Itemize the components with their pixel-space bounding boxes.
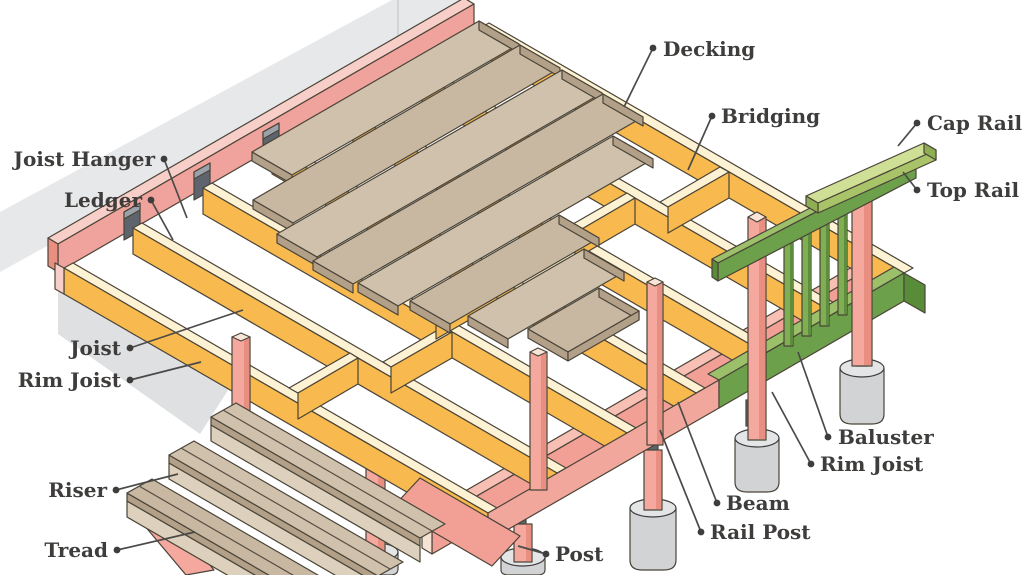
leader-rim-joist-right-line <box>771 391 812 465</box>
label-joist: Joist <box>68 336 122 360</box>
leader-baluster-line <box>797 351 829 438</box>
leader-cap-rail-dot <box>913 119 921 127</box>
leader-bridging-dot <box>708 112 716 120</box>
railing <box>711 142 937 441</box>
leader-joist-line <box>129 309 244 349</box>
cap-rail-board <box>805 142 937 214</box>
deck-board <box>409 214 600 334</box>
leader-ledger-dot <box>147 196 155 204</box>
leader-tread-line <box>116 531 196 551</box>
leader-tread-dot <box>113 546 121 554</box>
label-decking-group: Decking <box>623 37 755 108</box>
bridging-block <box>382 326 453 394</box>
rail-post-corner <box>851 185 873 367</box>
rail-post <box>646 277 664 446</box>
stair-step <box>168 440 404 575</box>
label-baluster-group: Baluster <box>797 351 934 449</box>
stair-step <box>126 478 320 575</box>
label-rim-joist-right-group: Rim Joist <box>771 391 924 476</box>
label-cap-rail: Cap Rail <box>927 111 1022 135</box>
leader-bridging-line <box>687 115 713 171</box>
leader-rim-joist-left-line <box>129 361 202 381</box>
label-rim-joist-right: Rim Joist <box>820 452 924 476</box>
label-top-rail: Top Rail <box>927 178 1020 202</box>
label-bridging: Bridging <box>721 104 820 128</box>
deck-board <box>467 248 625 349</box>
rail-posts-front <box>231 277 664 491</box>
leader-joist-hanger-line <box>163 158 188 219</box>
deck-board <box>276 69 603 267</box>
deck-board <box>312 93 644 294</box>
label-rail-post-group: Rail Post <box>659 429 811 544</box>
leader-beam-line <box>677 401 718 504</box>
label-cap-rail-group: Cap Rail <box>897 111 1022 147</box>
label-joist-group: Joist <box>68 309 244 360</box>
leader-top-rail-dot <box>913 186 921 194</box>
label-joist-hanger: Joist Hanger <box>11 147 155 171</box>
post-pier <box>643 441 663 511</box>
rim-joist-green-wrap <box>903 272 926 314</box>
leader-decking-line <box>623 47 654 108</box>
label-tread-group: Tread <box>44 531 196 562</box>
footing <box>839 358 885 425</box>
label-rim-joist-left-group: Rim Joist <box>18 361 202 392</box>
rail-post <box>529 347 548 491</box>
leader-post-line <box>517 545 547 555</box>
leader-baluster-dot <box>824 433 832 441</box>
label-post: Post <box>555 542 604 566</box>
leader-rim-joist-right-dot <box>807 460 815 468</box>
leader-rail-post-dot <box>697 528 705 536</box>
leader-riser-dot <box>112 486 120 494</box>
stair-stringer-right <box>391 477 521 567</box>
label-rail-post: Rail Post <box>710 520 811 544</box>
leader-top-rail-line <box>902 171 918 191</box>
leader-ledger-line <box>150 199 174 241</box>
label-post-group: Post <box>517 542 604 566</box>
decking-boards <box>251 20 654 362</box>
leader-joist-dot <box>126 344 134 352</box>
leader-post-dot <box>542 550 550 558</box>
label-beam: Beam <box>726 491 790 515</box>
stair-step <box>210 402 446 563</box>
label-bridging-group: Bridging <box>687 104 820 171</box>
leader-rail-post-line <box>659 429 702 533</box>
label-decking: Decking <box>663 37 755 61</box>
label-joist-hanger-group: Joist Hanger <box>11 147 188 219</box>
deck-board <box>527 287 640 362</box>
label-top-rail-group: Top Rail <box>902 171 1020 202</box>
label-baluster: Baluster <box>838 425 934 449</box>
bridging-block <box>659 166 730 234</box>
leader-joist-hanger-dot <box>160 155 168 163</box>
label-ledger: Ledger <box>64 188 142 212</box>
label-beam-group: Beam <box>677 401 790 515</box>
bridging-block <box>288 352 359 420</box>
stairs <box>126 402 521 575</box>
deck-board <box>252 44 561 233</box>
label-riser: Riser <box>48 478 107 502</box>
label-tread: Tread <box>44 538 108 562</box>
leader-beam-dot <box>713 499 721 507</box>
deck-board <box>357 135 654 316</box>
leader-rim-joist-left-dot <box>126 376 134 384</box>
label-ledger-group: Ledger <box>64 188 174 241</box>
leader-decking-dot <box>649 44 657 52</box>
label-rim-joist-left: Rim Joist <box>18 368 122 392</box>
leader-riser-line <box>115 473 179 491</box>
leader-cap-rail-line <box>897 122 918 147</box>
labels: Decking Bridging Cap Rail Top Rail Joist… <box>11 37 1022 566</box>
label-riser-group: Riser <box>48 473 179 502</box>
rail-post-left <box>745 211 767 441</box>
